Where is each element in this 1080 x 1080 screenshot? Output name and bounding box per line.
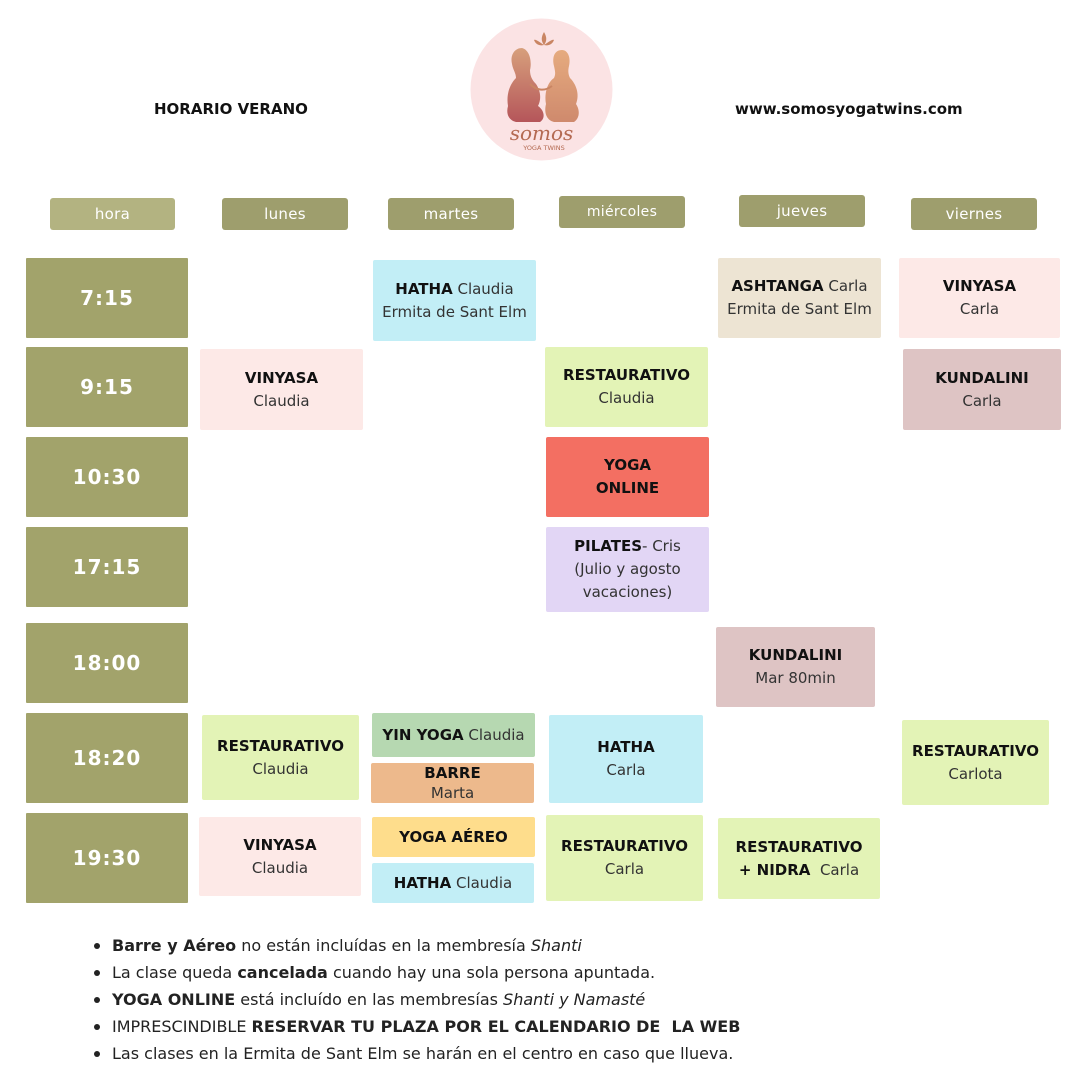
class-name: YOGA bbox=[604, 456, 651, 474]
class-lunes-1930[interactable]: VINYASA Claudia bbox=[199, 817, 361, 896]
class-location: Ermita de Sant Elm bbox=[382, 302, 527, 321]
brand-tagline: YOGA TWINS bbox=[522, 144, 565, 152]
class-teacher: Claudia bbox=[463, 725, 525, 744]
class-name: RESTAURATIVO bbox=[563, 366, 690, 384]
class-teacher: Carla bbox=[604, 860, 645, 878]
class-name: VINYASA bbox=[244, 368, 319, 387]
note-bold: cancelada bbox=[237, 963, 328, 982]
class-lunes-0915[interactable]: VINYASA Claudia bbox=[200, 349, 363, 430]
class-viernes-1820[interactable]: RESTAURATIVO Carlota bbox=[902, 720, 1049, 805]
class-name-2: + NIDRA bbox=[738, 860, 811, 879]
column-header-martes: martes bbox=[388, 198, 514, 230]
class-name: RESTAURATIVO bbox=[217, 736, 344, 755]
class-teacher: Claudia bbox=[452, 279, 514, 298]
note-bold: RESERVAR TU PLAZA POR EL CALENDARIO DE L… bbox=[251, 1017, 741, 1036]
schedule-title: HORARIO VERANO bbox=[154, 100, 308, 118]
class-teacher: Carla bbox=[962, 391, 1002, 410]
class-jueves-1930[interactable]: RESTAURATIVO + NIDRA Carla bbox=[718, 818, 880, 899]
class-name: PILATES bbox=[574, 537, 643, 555]
note-item: Las clases en la Ermita de Sant Elm se h… bbox=[93, 1040, 740, 1067]
column-header-viernes: viernes bbox=[911, 198, 1037, 230]
schedule-notes: Barre y Aéreo no están incluídas en la m… bbox=[92, 932, 740, 1067]
class-martes-1930-hatha[interactable]: HATHA Claudia bbox=[372, 863, 534, 903]
class-name: RESTAURATIVO bbox=[735, 837, 863, 856]
brand-name: somos bbox=[510, 121, 574, 145]
time-slot-1820: 18:20 bbox=[26, 713, 188, 803]
time-slot-1930: 19:30 bbox=[26, 813, 188, 903]
class-teacher: Claudia bbox=[251, 858, 309, 877]
class-name: VINYASA bbox=[243, 835, 317, 854]
class-miercoles-1715[interactable]: PILATES- Cris (Julio y agosto vacaciones… bbox=[546, 527, 709, 612]
class-teacher: Carla bbox=[823, 277, 868, 295]
class-teacher: Mar 80min bbox=[755, 669, 836, 687]
class-miercoles-1930[interactable]: RESTAURATIVO Carla bbox=[546, 815, 703, 901]
class-name: HATHA bbox=[395, 279, 453, 298]
class-teacher: Claudia bbox=[252, 759, 309, 778]
class-name-2: ONLINE bbox=[595, 479, 660, 497]
class-viernes-0715[interactable]: VINYASA Carla bbox=[899, 258, 1060, 338]
note-item: Barre y Aéreo no están incluídas en la m… bbox=[93, 932, 740, 959]
class-viernes-0915[interactable]: KUNDALINI Carla bbox=[903, 349, 1061, 430]
class-jueves-1800[interactable]: KUNDALINI Mar 80min bbox=[716, 627, 875, 707]
class-teacher: Marta bbox=[430, 784, 475, 802]
class-name: HATHA bbox=[393, 873, 452, 892]
time-slot-0915: 9:15 bbox=[26, 347, 188, 427]
column-header-hora: hora bbox=[50, 198, 175, 230]
class-teacher: Carla bbox=[606, 761, 646, 779]
column-header-jueves: jueves bbox=[739, 195, 865, 227]
class-lunes-1820[interactable]: RESTAURATIVO Claudia bbox=[202, 715, 359, 800]
class-location: Ermita de Sant Elm bbox=[727, 300, 872, 318]
class-name: KUNDALINI bbox=[748, 646, 843, 664]
note-item: YOGA ONLINE está incluído en las membres… bbox=[93, 986, 740, 1013]
time-slot-1715: 17:15 bbox=[26, 527, 188, 607]
class-martes-0715[interactable]: HATHA Claudia Ermita de Sant Elm bbox=[373, 260, 536, 341]
class-teacher: Carla bbox=[959, 300, 1000, 318]
class-teacher: Claudia bbox=[598, 389, 655, 407]
column-header-miercoles: miércoles bbox=[559, 196, 685, 228]
note-bold: Barre y Aéreo bbox=[112, 936, 237, 955]
note-item: IMPRESCINDIBLE RESERVAR TU PLAZA POR EL … bbox=[93, 1013, 741, 1040]
time-slot-0715: 7:15 bbox=[26, 258, 188, 338]
class-name: YIN YOGA bbox=[382, 725, 464, 744]
class-teacher: Claudia bbox=[451, 873, 513, 892]
brand-logo: somos YOGA TWINS bbox=[470, 18, 613, 161]
class-name: RESTAURATIVO bbox=[561, 837, 688, 855]
column-header-lunes: lunes bbox=[222, 198, 348, 230]
note-text: La clase queda bbox=[112, 963, 238, 982]
note-italic: Shanti y Namasté bbox=[503, 990, 646, 1009]
class-miercoles-1030[interactable]: YOGA ONLINE bbox=[546, 437, 709, 517]
class-martes-1820-barre[interactable]: BARRE Marta bbox=[371, 763, 534, 803]
class-name: BARRE bbox=[424, 764, 481, 782]
class-name: ASHTANGA bbox=[731, 277, 824, 295]
time-slot-1800: 18:00 bbox=[26, 623, 188, 703]
class-teacher: - Cris bbox=[642, 537, 681, 555]
note-text: IMPRESCINDIBLE bbox=[112, 1017, 252, 1036]
website-link[interactable]: www.somosyogatwins.com bbox=[735, 100, 963, 118]
class-martes-1930-aereo[interactable]: YOGA AÉREO bbox=[372, 817, 535, 857]
class-name: YOGA AÉREO bbox=[399, 827, 508, 846]
class-name: VINYASA bbox=[942, 277, 1017, 295]
class-teacher: Claudia bbox=[253, 391, 310, 410]
class-teacher: Carlota bbox=[948, 764, 1003, 783]
note-item: La clase queda cancelada cuando hay una … bbox=[93, 959, 740, 986]
class-name: KUNDALINI bbox=[935, 368, 1029, 387]
class-jueves-0715[interactable]: ASHTANGA Carla Ermita de Sant Elm bbox=[718, 258, 881, 338]
class-name: HATHA bbox=[597, 738, 655, 756]
note-text-2: cuando hay una sola persona apuntada. bbox=[327, 963, 656, 982]
note-text: está incluído en las membresías bbox=[235, 990, 504, 1009]
note-bold: YOGA ONLINE bbox=[112, 990, 236, 1009]
note-text: no están incluídas en la membresía bbox=[236, 936, 531, 955]
class-martes-1820-yin[interactable]: YIN YOGA Claudia bbox=[372, 713, 535, 757]
class-note-2: vacaciones) bbox=[582, 583, 673, 601]
time-slot-1030: 10:30 bbox=[26, 437, 188, 517]
class-name: RESTAURATIVO bbox=[912, 741, 1039, 760]
note-text: Las clases en la Ermita de Sant Elm se h… bbox=[112, 1044, 734, 1063]
class-miercoles-0915[interactable]: RESTAURATIVO Claudia bbox=[545, 347, 708, 427]
class-note: (Julio y agosto bbox=[574, 560, 681, 578]
class-miercoles-1820[interactable]: HATHA Carla bbox=[549, 715, 703, 803]
note-italic: Shanti bbox=[530, 936, 582, 955]
class-teacher: Carla bbox=[810, 860, 860, 879]
